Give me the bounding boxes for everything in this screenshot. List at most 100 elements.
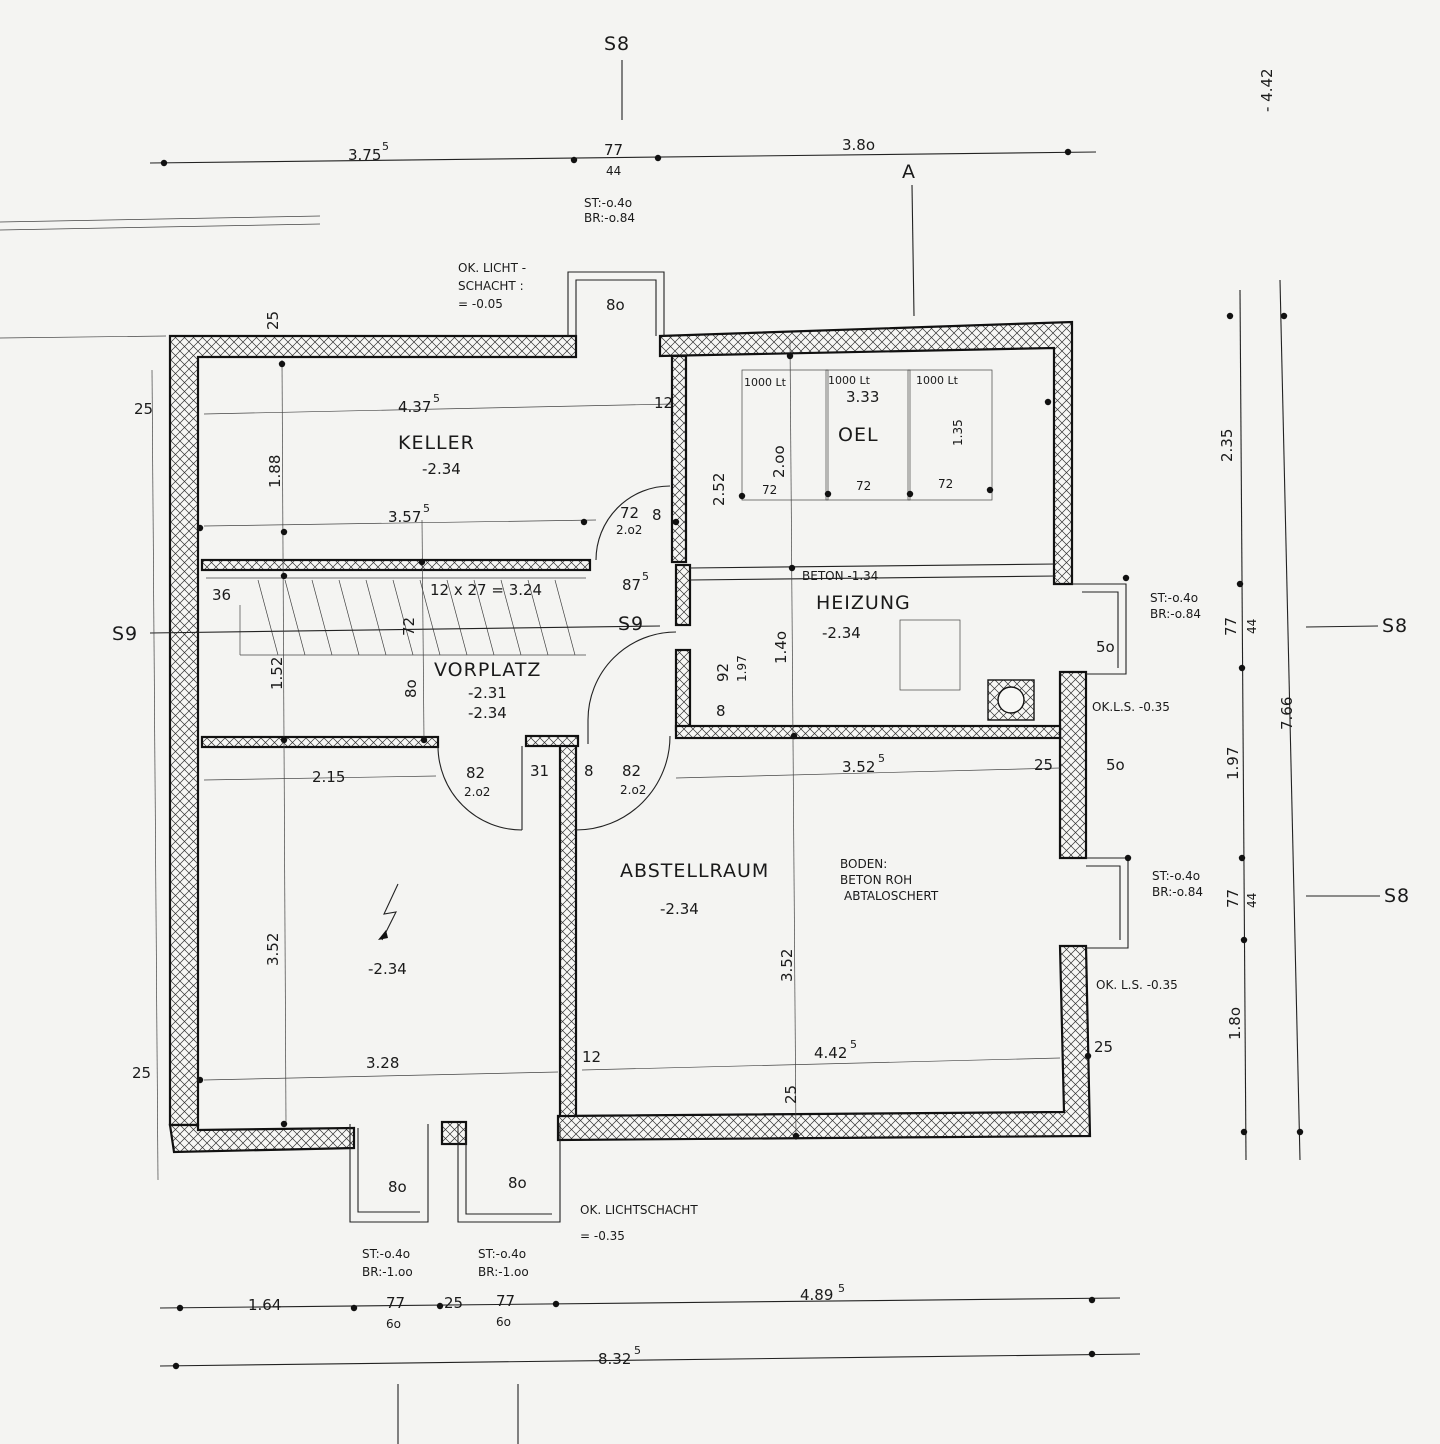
- room-abstellraum-name: ABSTELLRAUM: [620, 860, 769, 882]
- dim-tank-72-3: 72: [938, 477, 953, 491]
- dim-25-left-bottom: 25: [132, 1064, 151, 1082]
- stair-tread: [284, 579, 306, 656]
- dimension-tick: [986, 486, 994, 494]
- right-dim-5: 1.8o: [1226, 1007, 1244, 1040]
- dim-oel-h-label: 2.52: [710, 473, 728, 506]
- dimension-tick: [436, 1302, 444, 1310]
- tank-3-label: 1000 Lt: [916, 374, 959, 387]
- dim-abst-442-sup: 5: [850, 1038, 857, 1051]
- note-boden-2: BETON ROH: [840, 873, 912, 887]
- dimension-tick: [1226, 312, 1234, 320]
- wall-bottom-pier: [440, 1120, 468, 1146]
- stair-tread: [554, 579, 576, 656]
- dimension-tick: [278, 360, 286, 368]
- dim-sw-328-label: 3.28: [366, 1054, 399, 1072]
- tank-1-label: 1000 Lt: [744, 376, 787, 389]
- dim-sw-w: [203, 1071, 559, 1081]
- dimension-tick: [172, 1362, 180, 1370]
- dim-keller-w2: [203, 519, 597, 527]
- wall-heiz-left-a: [674, 563, 692, 627]
- dim-door-202c: 2.o2: [616, 523, 642, 537]
- dimension-tick: [418, 558, 426, 566]
- dim-25-right-bottom: 25: [1094, 1038, 1113, 1056]
- room-oel-name: OEL: [838, 424, 879, 446]
- stair-tread: [446, 579, 468, 656]
- dim-hall-152-label: 1.52: [268, 657, 286, 690]
- dimension-tick: [580, 518, 588, 526]
- note-beton: BETON -1.34: [802, 569, 878, 583]
- win-top-st: ST:-o.4o: [584, 196, 632, 210]
- dim-abst-w: [581, 1057, 1061, 1071]
- dim-abst-442-label: 4.42: [814, 1044, 847, 1062]
- doors: [437, 485, 677, 831]
- dim-bottom: [159, 1297, 1121, 1309]
- edge-line-3: [0, 335, 167, 339]
- light-shafts: [349, 271, 1129, 1223]
- tank-2-label: 1000 Lt: [828, 374, 871, 387]
- win-r2-h: 44: [1245, 893, 1259, 908]
- section-s8-right-label-1: S8: [1382, 615, 1408, 637]
- shaft-right-1-inner: [1082, 591, 1119, 668]
- dimension-tick: [1296, 1128, 1304, 1136]
- dim-door-82b: 82: [622, 762, 641, 780]
- win-top-w: 77: [604, 141, 623, 159]
- win-top-h: 44: [606, 164, 621, 178]
- dimension-tick: [196, 1076, 204, 1084]
- section-a-label: A: [902, 161, 916, 183]
- dim-heiz-h-label: 1.4o: [772, 631, 790, 664]
- right-dim-1: 2.35: [1218, 429, 1236, 462]
- dim-keller-w2-label: 3.57: [388, 508, 421, 526]
- shaft-right-2: [1086, 857, 1129, 949]
- shaft-bottom-1-inner: [357, 1128, 420, 1213]
- right-dim-4: 77: [1224, 889, 1242, 908]
- dimension-tick: [280, 528, 288, 536]
- note-ls-top-2: SCHACHT :: [458, 279, 524, 293]
- dim-door-82a: 82: [466, 764, 485, 782]
- bottom-dim-5-sup: 5: [838, 1282, 845, 1295]
- wall-door-head: [524, 734, 580, 748]
- bottom-dim-1: 1.64: [248, 1296, 281, 1314]
- dimension-tick: [1240, 1128, 1248, 1136]
- dim-hall-v: [421, 519, 425, 741]
- stairs: [149, 577, 661, 656]
- dim-door-202a: 2.o2: [464, 785, 490, 799]
- right-dim-2: 77: [1222, 617, 1240, 636]
- dim-keller-w2-sup: 5: [423, 502, 430, 515]
- note-okls-1: OK.L.S. -0.35: [1092, 700, 1170, 714]
- room-keller-name: KELLER: [398, 432, 475, 454]
- edge-line-1: [0, 215, 321, 223]
- dim-oel-tank-label: 2.oo: [770, 445, 788, 478]
- room-abstellraum-level: -2.34: [660, 900, 699, 918]
- dim-keller-w-label: 4.37: [398, 398, 431, 416]
- dimension-tick: [280, 1120, 288, 1128]
- top-dim-3: 3.8o: [842, 136, 875, 154]
- bottom-dim-5: 4.89: [800, 1286, 833, 1304]
- win-b2-st: ST:-o.4o: [478, 1247, 526, 1261]
- dimension-tick: [1124, 854, 1132, 862]
- beton-line-2: [689, 575, 1057, 581]
- dimension-tick: [176, 1304, 184, 1312]
- dim-sw-352-label: 3.52: [264, 933, 282, 966]
- win-r2-st: ST:-o.4o: [1152, 869, 1200, 883]
- tank-3: [907, 369, 993, 501]
- dim-8o-b1: 8o: [388, 1178, 407, 1196]
- oil-tanks: [741, 369, 993, 501]
- dim-8o-b2: 8o: [508, 1174, 527, 1192]
- shaft-right-2-inner: [1086, 865, 1121, 940]
- section-s9-line: [149, 625, 661, 634]
- dim-5o-right-shaft: 5o: [1096, 638, 1115, 656]
- dim-abst-352w-label: 3.52: [842, 758, 875, 776]
- dimension-tick: [906, 490, 914, 498]
- dim-door-87: 87: [622, 576, 641, 594]
- win-b1-w: 77: [386, 1294, 405, 1312]
- dimension-tick: [792, 1132, 800, 1140]
- note-boden-3: ABTALOSCHERT: [844, 889, 939, 903]
- dim-right: [1239, 289, 1247, 1161]
- exterior-walls: [168, 320, 1092, 1154]
- beton-line: [689, 563, 1057, 569]
- dim-abst-352-label: 3.52: [778, 949, 796, 982]
- chimney-flue-icon: [997, 686, 1025, 714]
